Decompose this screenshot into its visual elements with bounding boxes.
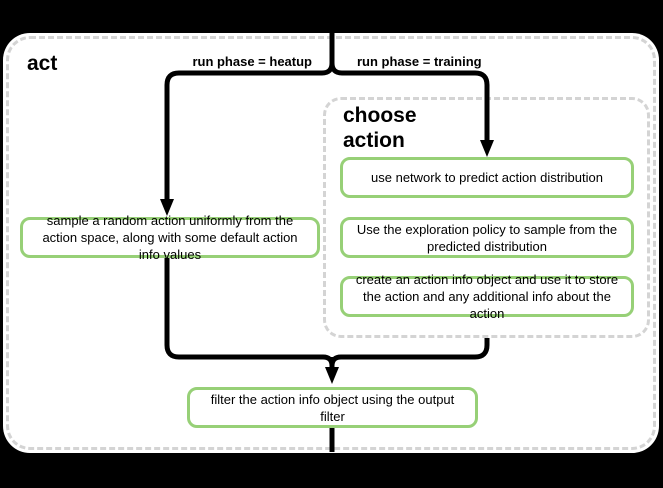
- edge-label-training: run phase = training: [357, 54, 482, 69]
- node-filter-action-info: filter the action info object using the …: [187, 387, 478, 428]
- node-exploration-policy-sample: Use the exploration policy to sample fro…: [340, 217, 634, 258]
- node-use-network-predict: use network to predict action distributi…: [340, 157, 634, 198]
- panel-title: act: [27, 52, 58, 75]
- choose-action-title: choose action: [343, 104, 417, 152]
- edge-label-heatup: run phase = heatup: [192, 54, 312, 69]
- node-sample-random-action: sample a random action uniformly from th…: [20, 213, 320, 262]
- node-create-action-info: create an action info object and use it …: [340, 272, 634, 321]
